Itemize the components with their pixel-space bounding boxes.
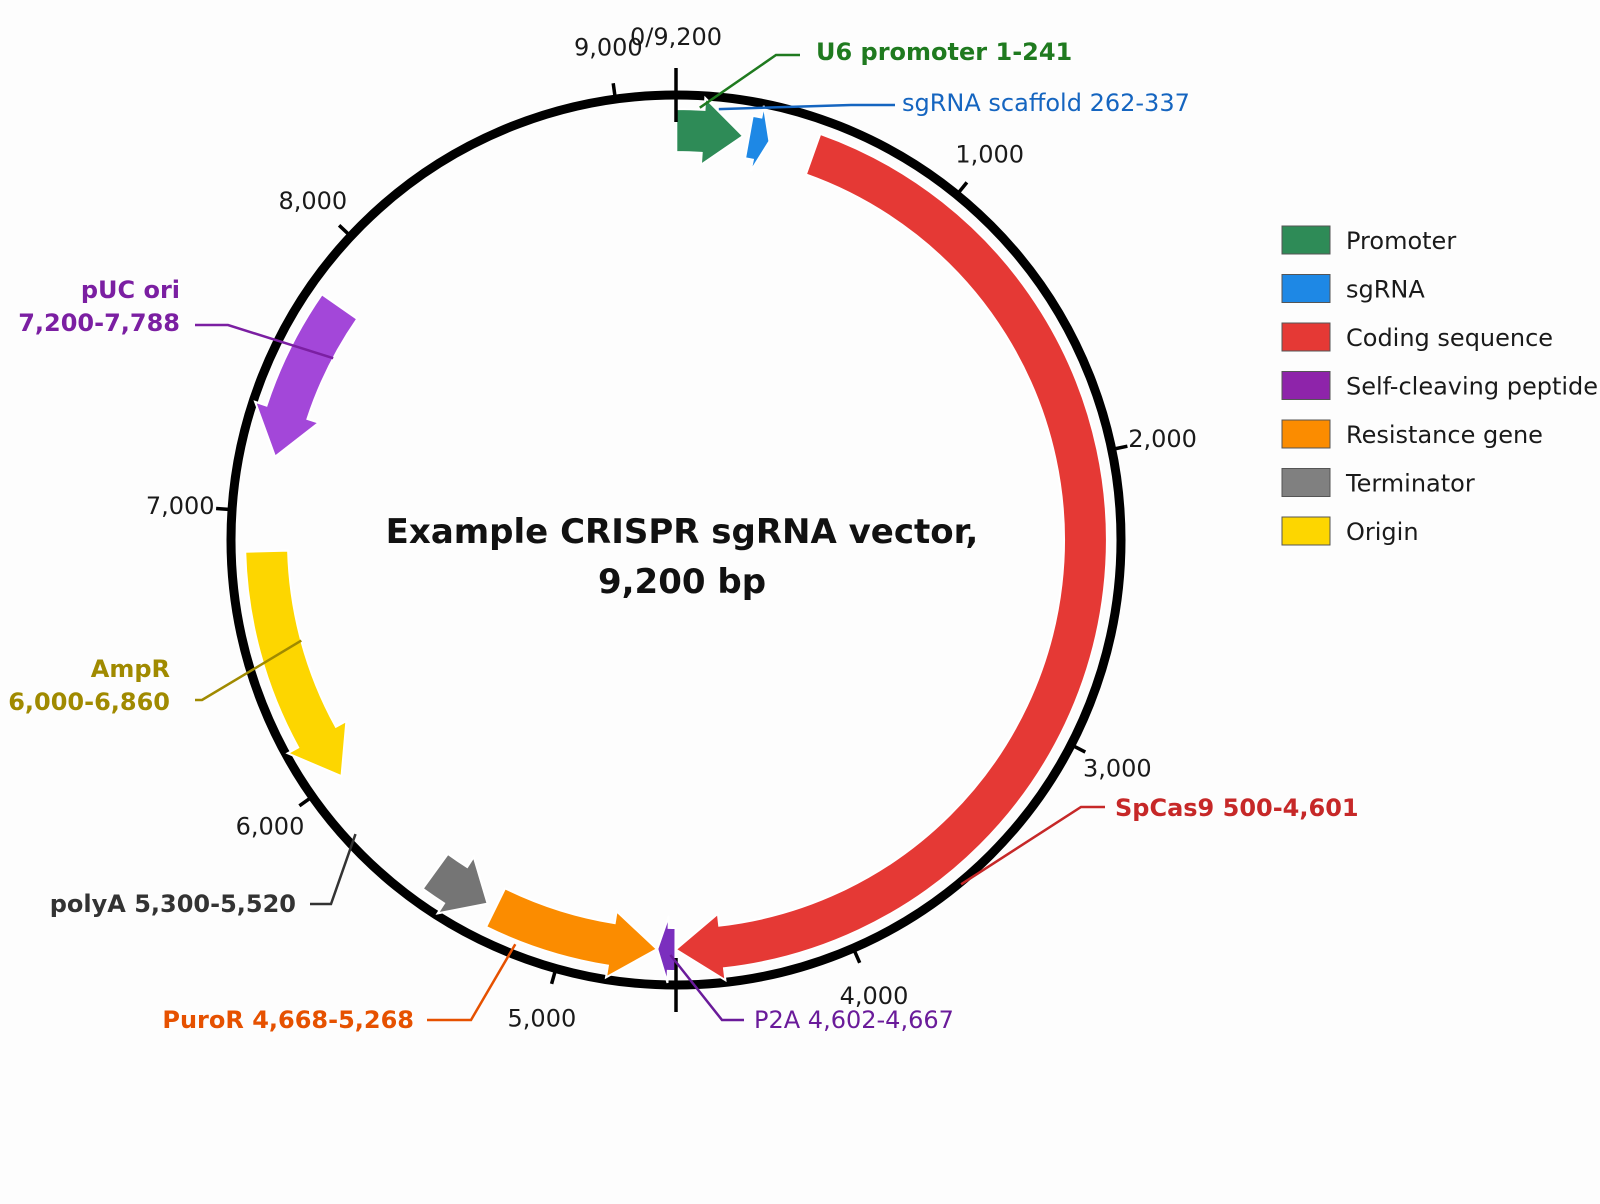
sgrna-scaffold-leader-line (718, 103, 895, 111)
map-title-line-1: Example CRISPR sgRNA vector, (386, 512, 979, 552)
tick-label-1000: 1,000 (955, 141, 1024, 169)
p2a-label: P2A 4,602-4,667 (754, 1006, 954, 1034)
spcas9-range: 500-4,601 (1214, 794, 1358, 822)
u6-promoter-arc (675, 95, 745, 167)
legend-label-0: Promoter (1346, 227, 1456, 255)
puror-name: PuroR (162, 1006, 243, 1034)
legend-swatch-0 (1281, 225, 1331, 255)
spcas9-label: SpCas9 500-4,601 (1115, 794, 1359, 822)
tick-mark-4000 (851, 947, 862, 964)
puror-range: 4,668-5,268 (244, 1006, 414, 1034)
legend-swatch-6 (1281, 516, 1331, 546)
legend-label-1: sgRNA (1346, 276, 1425, 304)
map-title-line-2: 9,200 bp (598, 562, 766, 602)
spcas9-name: SpCas9 (1115, 794, 1214, 822)
puc-ori-label: pUC ori 7,200-7,788 (18, 276, 180, 337)
polya-arc (421, 852, 489, 915)
puror-leader-line (427, 943, 517, 1022)
sgrna-scaffold-range: 262-337 (1082, 89, 1190, 117)
puc-ori-arc (253, 292, 359, 459)
tick-label-8000: 8,000 (278, 187, 347, 215)
tick-label-7000: 7,000 (146, 492, 215, 520)
puc-ori-leader-line (195, 323, 334, 360)
ampr-name: AmpR (91, 655, 170, 683)
sgrna-scaffold-arc (743, 105, 771, 173)
u6-promoter-name: U6 promoter (816, 38, 987, 66)
ampr-arc (244, 549, 348, 778)
tick-label-9000: 9,000 (574, 34, 643, 62)
p2a-name: P2A (754, 1006, 801, 1034)
p2a-arc (656, 915, 677, 984)
spcas9-leader-line (960, 805, 1105, 886)
tick-mark-3000 (1070, 743, 1087, 754)
tick-label-2000: 2,000 (1128, 425, 1197, 453)
ampr-label: AmpR 6,000-6,860 (8, 655, 170, 716)
u6-promoter-label: U6 promoter 1-241 (816, 38, 1072, 66)
p2a-leader-line (669, 954, 744, 1022)
u6-promoter-leader-line (699, 53, 800, 109)
legend-label-5: Terminator (1345, 470, 1475, 498)
polya-leader-line (310, 833, 357, 906)
sgrna-scaffold-label: sgRNA scaffold 262-337 (902, 89, 1190, 117)
features-layer (244, 95, 1108, 984)
tick-mark-8000 (337, 224, 352, 238)
legend: Promoter sgRNA Coding sequenceSelf-cleavin… (1281, 225, 1598, 546)
polya-label: polyA 5,300-5,520 (50, 890, 296, 918)
legend-swatch-2 (1281, 322, 1331, 352)
callouts-layer: U6 promoter 1-241 sgRNA scaffold 262-337S… (8, 38, 1358, 1034)
tick-mark-2000 (1111, 444, 1128, 452)
tick-label-0: 0/9,200 (630, 23, 722, 51)
u6-promoter-range: 1-241 (987, 38, 1072, 66)
ampr-range: 6,000-6,860 (8, 688, 170, 716)
legend-label-3: Self-cleaving peptide (1346, 373, 1598, 401)
tick-mark-7000 (215, 506, 233, 512)
tick-label-6000: 6,000 (236, 813, 305, 841)
p2a-range: 4,602-4,667 (800, 1006, 954, 1034)
ticks-layer: 0/9,200 1,000 2,000 3,000 4,000 5,000 6,000 7,0… (146, 23, 1197, 1033)
tick-mark-5000 (549, 968, 558, 985)
puror-label: PuroR 4,668-5,268 (162, 1006, 414, 1034)
legend-swatch-4 (1281, 419, 1331, 449)
tick-mark-6000 (298, 795, 314, 808)
tick-label-4000: 4,000 (840, 982, 909, 1010)
legend-label-4: Resistance gene (1346, 421, 1543, 449)
tick-mark-1000 (955, 181, 969, 196)
legend-label-6: Origin (1346, 518, 1419, 546)
tick-label-3000: 3,000 (1083, 755, 1152, 783)
ampr-leader-line (195, 639, 302, 702)
sgrna-scaffold-name: sgRNA scaffold (902, 89, 1082, 117)
polya-range: 5,300-5,520 (126, 890, 296, 918)
puc-ori-range: 7,200-7,788 (18, 309, 180, 337)
legend-swatch-1 (1281, 274, 1331, 303)
puror-arc (484, 886, 659, 980)
legend-label-2: Coding sequence (1346, 324, 1553, 352)
legend-swatch-5 (1281, 468, 1331, 497)
tick-mark-9000 (611, 83, 618, 100)
puc-ori-name: pUC ori (81, 276, 180, 304)
legend-swatch-3 (1281, 371, 1331, 400)
polya-name: polyA (50, 890, 127, 918)
tick-label-5000: 5,000 (508, 1005, 577, 1033)
spcas9-arc (674, 132, 1108, 983)
